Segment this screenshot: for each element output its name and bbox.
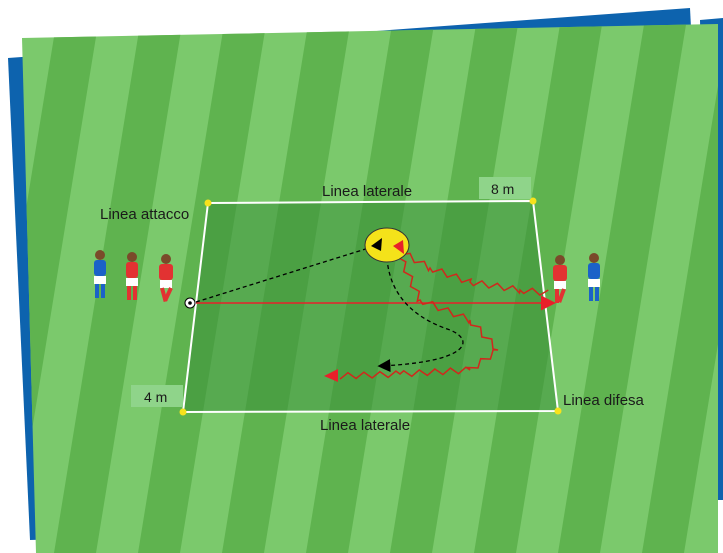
defense-line-label: Linea difesa: [563, 392, 645, 409]
coach-marker: [364, 227, 410, 263]
cone-top-right: [529, 197, 537, 205]
cone-top-left: [204, 199, 212, 207]
top-sideline-label: Linea laterale: [322, 183, 412, 200]
grass-stripe: [642, 24, 718, 553]
grass-stripe: [22, 24, 102, 553]
width-measure: 8 m: [491, 181, 514, 197]
red-player: [126, 252, 138, 300]
cone-bottom-left: [179, 408, 187, 416]
grass-stripe: [54, 24, 186, 553]
defender-run-wavy: [339, 249, 549, 380]
blue-player: [588, 253, 600, 301]
attacker-dribble-dashed: [377, 257, 464, 373]
red-player: [553, 255, 567, 303]
red-player-with-ball: [159, 254, 173, 303]
depth-tag-bg: [131, 385, 183, 407]
bottom-sideline-label: Linea laterale: [320, 417, 410, 434]
width-tag-bg: [479, 177, 531, 199]
defender-run-arrowhead: [324, 369, 338, 382]
playing-area: [181, 199, 560, 414]
cone-bottom-right: [554, 407, 562, 415]
grass-stripe: [558, 24, 690, 553]
red-pass-arrow-icon: [393, 240, 404, 254]
attack-line-label: Linea attacco: [100, 206, 189, 223]
black-pass-arrow-icon: [371, 238, 382, 251]
ball-icon: [184, 297, 196, 309]
depth-measure: 4 m: [144, 389, 167, 405]
blue-player: [94, 250, 106, 298]
attacker-run-dashed: [195, 246, 373, 303]
